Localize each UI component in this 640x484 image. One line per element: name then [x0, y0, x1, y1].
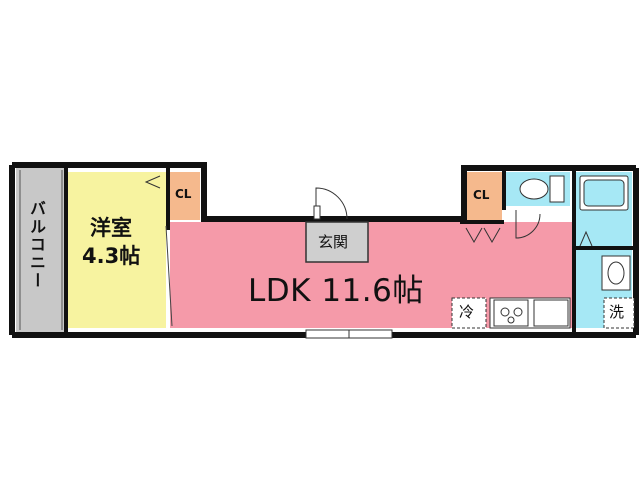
fridge-label: 冷	[459, 303, 475, 321]
kitchen-stove	[493, 299, 569, 327]
closet-left-area	[166, 172, 200, 220]
fridge-space	[451, 297, 487, 329]
ldk-label: LDK 11.6帖	[248, 273, 424, 309]
balcony-label: バルコニー	[27, 200, 46, 290]
kitchen-counter	[489, 297, 571, 329]
entrance-area	[306, 222, 368, 262]
closet-right-area	[462, 172, 502, 222]
entrance-door	[313, 187, 348, 220]
washer-space	[603, 297, 635, 329]
toilet-door	[515, 210, 541, 239]
interior-walls	[64, 168, 636, 332]
washer-label: 洗	[609, 303, 625, 321]
entrance-box	[305, 221, 369, 263]
entrance-label: 玄関	[318, 233, 349, 251]
closet-right-doors	[465, 227, 501, 244]
toilet-fixture	[519, 175, 565, 203]
western-room-label: 洋室	[90, 216, 132, 240]
balcony-window	[19, 170, 63, 330]
closet-right-label: CL	[473, 188, 490, 202]
balcony-area	[16, 168, 64, 332]
western-room-area	[68, 172, 166, 328]
closet-door-mark	[144, 175, 161, 189]
closet-left-label: CL	[175, 187, 192, 201]
western-room-size: 4.3帖	[82, 244, 141, 268]
bottom-window	[305, 329, 393, 339]
